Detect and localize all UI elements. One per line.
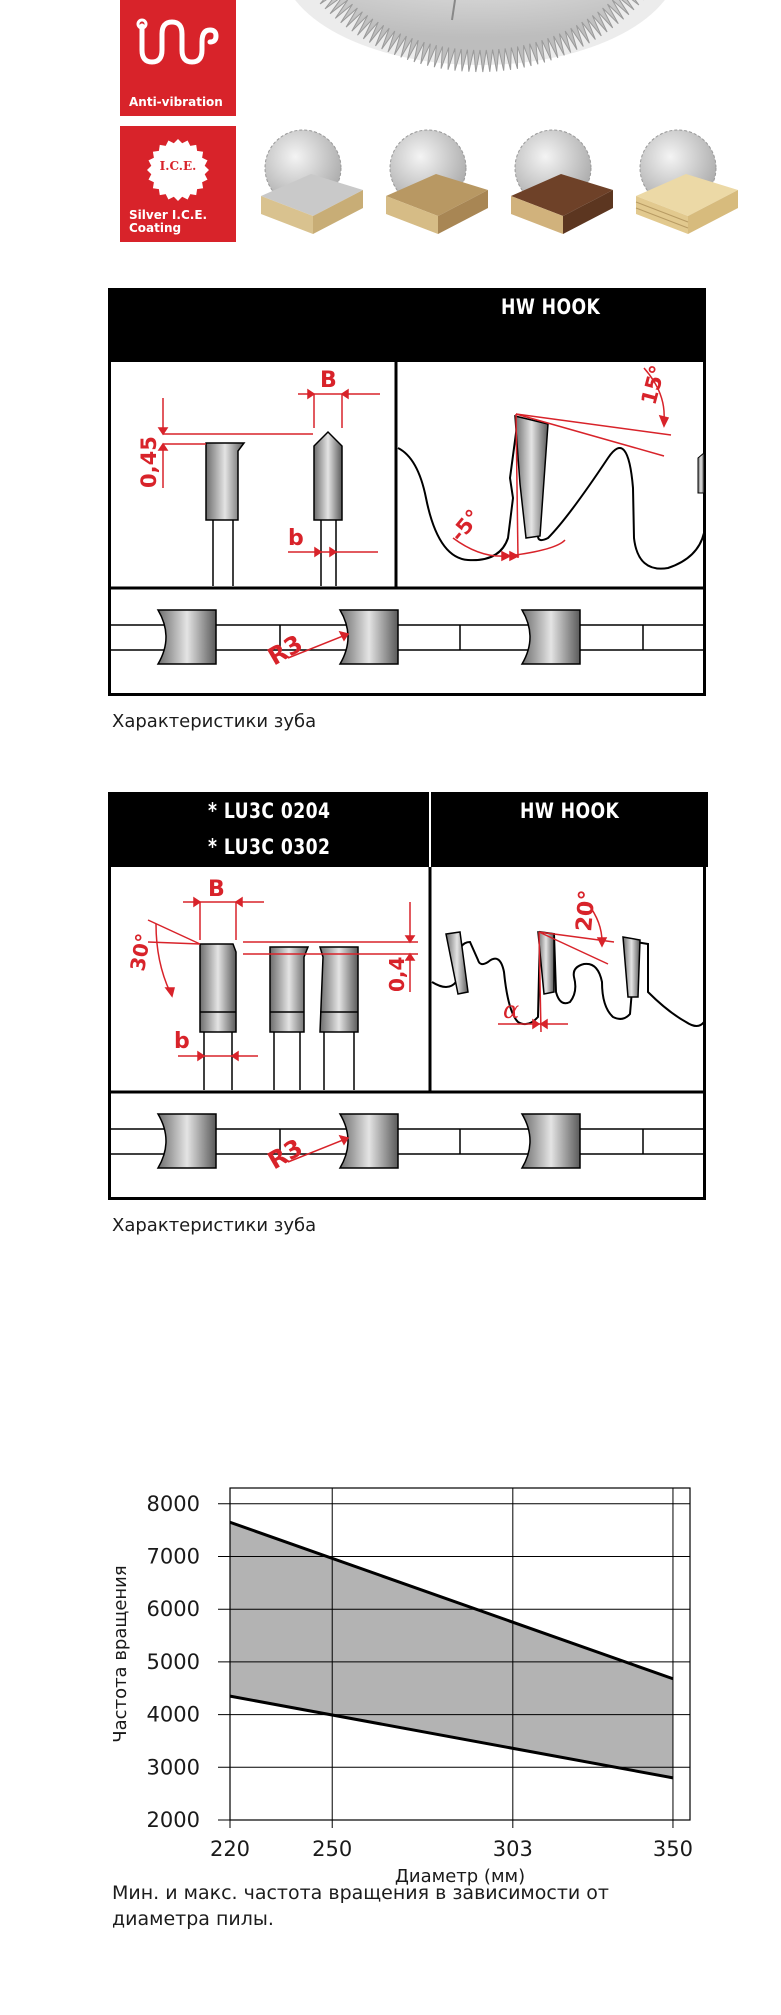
- product-code-2: * LU3C 0302: [208, 835, 331, 859]
- material-walnut-icon: [511, 129, 613, 234]
- anti-vibration-badge: Anti-vibration: [120, 0, 236, 116]
- angle-minus5-label: -5°: [445, 505, 485, 546]
- angle-30-label: 30°: [125, 931, 155, 972]
- max-rpm-line: [229, 1520, 674, 1681]
- rpm-range-area: [230, 1522, 673, 1778]
- diagram-2-header-bar: [108, 792, 708, 867]
- tooth-profiles-left-2: B 30° 0,4 b: [125, 877, 418, 1090]
- x-tick-label: 350: [653, 1837, 693, 1861]
- dim-04-label: 0,4: [385, 957, 409, 992]
- wave-icon: [136, 18, 219, 65]
- radius-r3-label-2: R3: [263, 1133, 307, 1175]
- tooth-profiles-left: B 0,45 b: [137, 368, 380, 586]
- material-chipboard-icon: [261, 129, 363, 234]
- silver-ice-label-line1: Silver I.C.E.: [129, 208, 208, 222]
- angle-15-label: 15°: [637, 363, 670, 408]
- y-axis-label: Частота вращения: [110, 1565, 131, 1742]
- silver-ice-label-line2: Coating: [129, 221, 182, 235]
- tooth-characteristics-caption-2: Характеристики зуба: [112, 1215, 317, 1236]
- x-tick-label: 250: [312, 1837, 352, 1861]
- tooth-top-view-row: R3: [108, 609, 706, 671]
- silver-ice-coating-label: Silver I.C.E. Coating: [129, 209, 230, 235]
- y-tick-label: 4000: [147, 1703, 200, 1727]
- y-tick-label: 7000: [147, 1545, 200, 1569]
- tooth-top-view-row-2: R3: [108, 1113, 706, 1175]
- x-axis-label: Диаметр (мм): [395, 1866, 525, 1887]
- tooth-diagram-1-drawing: B 0,45 b 15° -5°: [108, 288, 706, 696]
- ice-seal-text: I.C.E.: [159, 159, 197, 173]
- material-icons-row: [261, 129, 738, 234]
- dim-b-upper-label-2: B: [208, 877, 225, 902]
- diagram-1-header-bar: [108, 288, 706, 362]
- diagram-1-header: HW HOOK: [501, 295, 601, 319]
- y-tick-label: 3000: [147, 1755, 200, 1779]
- product-code-1: * LU3C 0204: [208, 799, 331, 823]
- material-oak-icon: [386, 129, 488, 234]
- silver-ice-coating-badge: I.C.E. Silver I.C.E. Coating: [120, 126, 236, 242]
- diagram-2-header: HW HOOK: [520, 799, 620, 823]
- y-tick-label: 6000: [147, 1597, 200, 1621]
- dim-b-lower-label-2: b: [174, 1029, 190, 1054]
- tooth-characteristics-caption-1: Характеристики зуба: [112, 711, 317, 732]
- dim-045-label: 0,45: [137, 436, 161, 488]
- tooth-side-view-right-2: 20° α: [431, 889, 705, 1033]
- rpm-chart-caption: Мин. и макс. частота вращения в зависимо…: [112, 1882, 609, 1930]
- saw-blade-image: [295, 0, 665, 73]
- dim-b-upper-label: B: [320, 368, 337, 393]
- tooth-diagram-2-drawing: B 30° 0,4 b 20° α: [108, 792, 708, 1200]
- angle-20-label: 20°: [572, 889, 601, 933]
- x-tick-label: 303: [493, 1837, 533, 1861]
- min-rpm-line: [229, 1694, 674, 1780]
- ice-seal-icon: [147, 139, 209, 201]
- tooth-side-view-right: 15° -5°: [397, 363, 705, 570]
- material-plywood-icon: [635, 129, 738, 234]
- rpm-vs-diameter-chart: 2000 3000 4000 5000 6000 7000 8000 220 250 303 35…: [110, 1487, 693, 1887]
- y-tick-label: 8000: [147, 1492, 200, 1516]
- x-tick-label: 220: [210, 1837, 250, 1861]
- y-tick-label: 5000: [147, 1650, 200, 1674]
- anti-vibration-label: Anti-vibration: [129, 95, 223, 109]
- dim-b-lower-label: b: [288, 526, 304, 551]
- tooth-diagram-2: B 30° 0,4 b 20° α: [108, 792, 708, 1200]
- radius-r3-label: R3: [263, 629, 307, 671]
- tooth-diagram-1: B 0,45 b 15° -5°: [108, 288, 706, 696]
- y-tick-label: 2000: [147, 1808, 200, 1832]
- alpha-label: α: [503, 996, 519, 1024]
